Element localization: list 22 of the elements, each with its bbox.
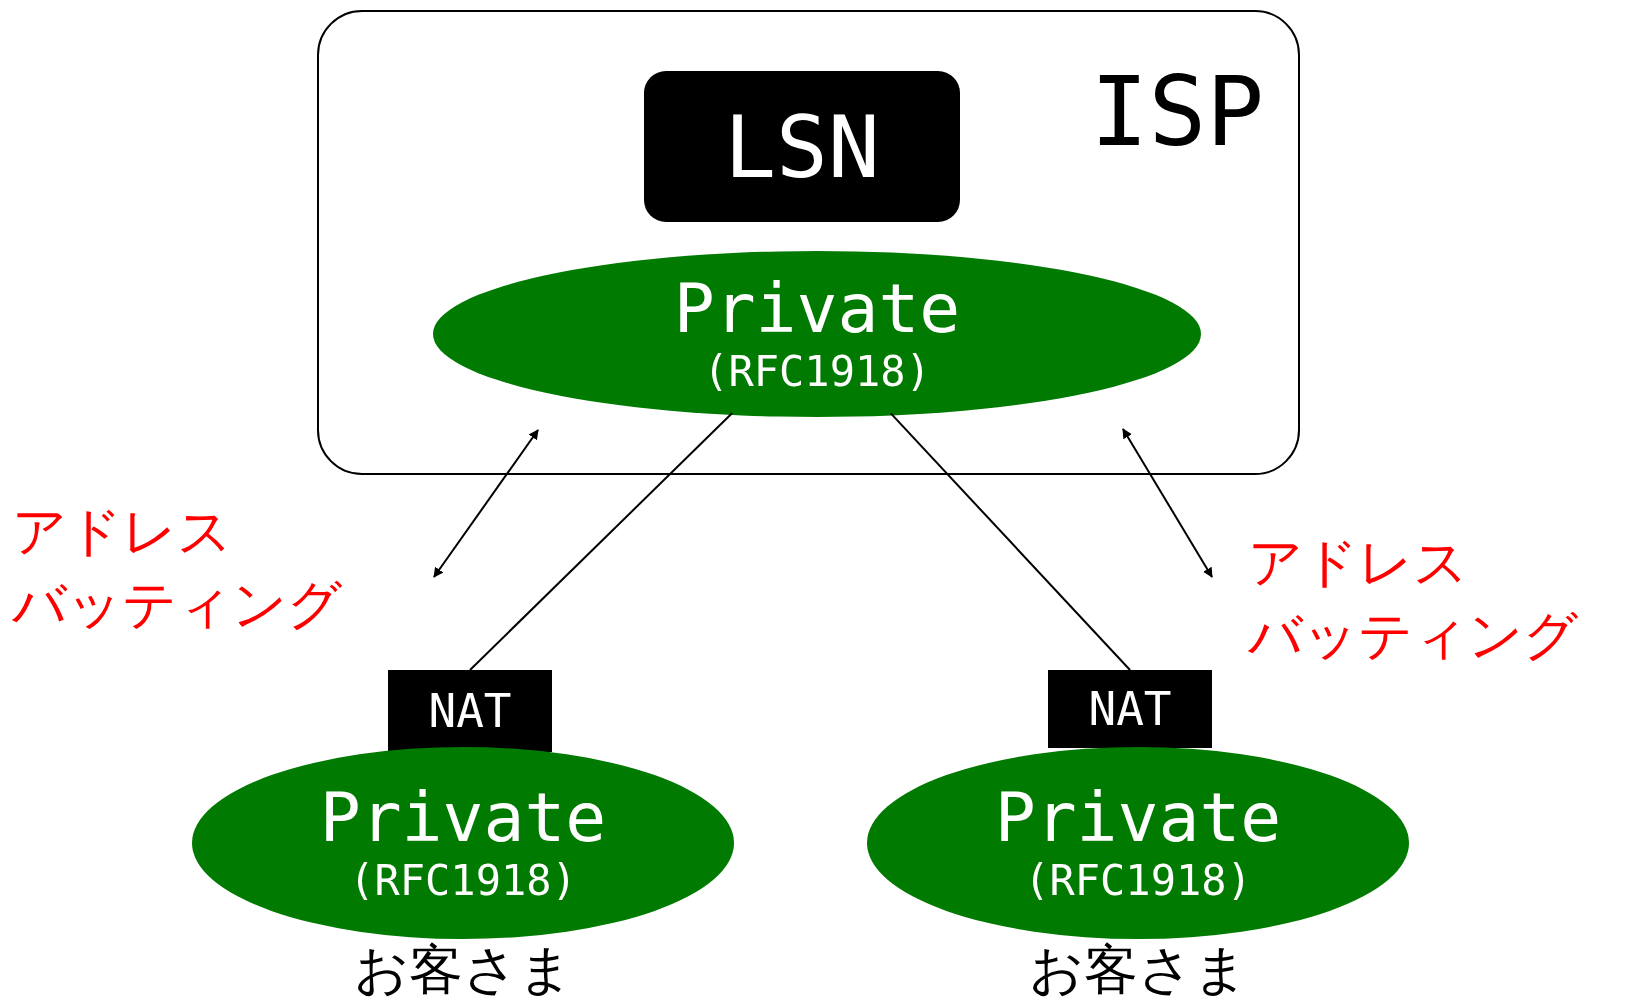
device-label: NAT bbox=[1088, 686, 1172, 732]
network-range: (RFC1918) bbox=[1024, 860, 1252, 902]
device-box bbox=[1048, 670, 1212, 748]
annotation-text: バッティング bbox=[12, 578, 342, 632]
customer-label: お客さま bbox=[352, 943, 574, 997]
annotation-text: バッティング bbox=[1248, 609, 1578, 663]
device-box bbox=[388, 670, 552, 752]
network-boundary-box bbox=[317, 10, 1300, 475]
network-range: (RFC1918) bbox=[349, 860, 577, 902]
connector-line bbox=[469, 412, 734, 671]
network-name: Private bbox=[994, 784, 1282, 852]
annotation-text: アドレス bbox=[1248, 536, 1468, 590]
connector-line bbox=[889, 412, 1131, 671]
customer-label: お客さま bbox=[1027, 943, 1249, 997]
device-box bbox=[644, 71, 960, 222]
device-label: LSN bbox=[724, 103, 880, 190]
network-name: Private bbox=[319, 784, 607, 852]
device-label: NAT bbox=[428, 688, 512, 734]
network-name: Private bbox=[673, 275, 961, 343]
network-range: (RFC1918) bbox=[703, 351, 931, 393]
network-label: ISP bbox=[1090, 64, 1264, 160]
annotation-text: アドレス bbox=[12, 505, 232, 559]
